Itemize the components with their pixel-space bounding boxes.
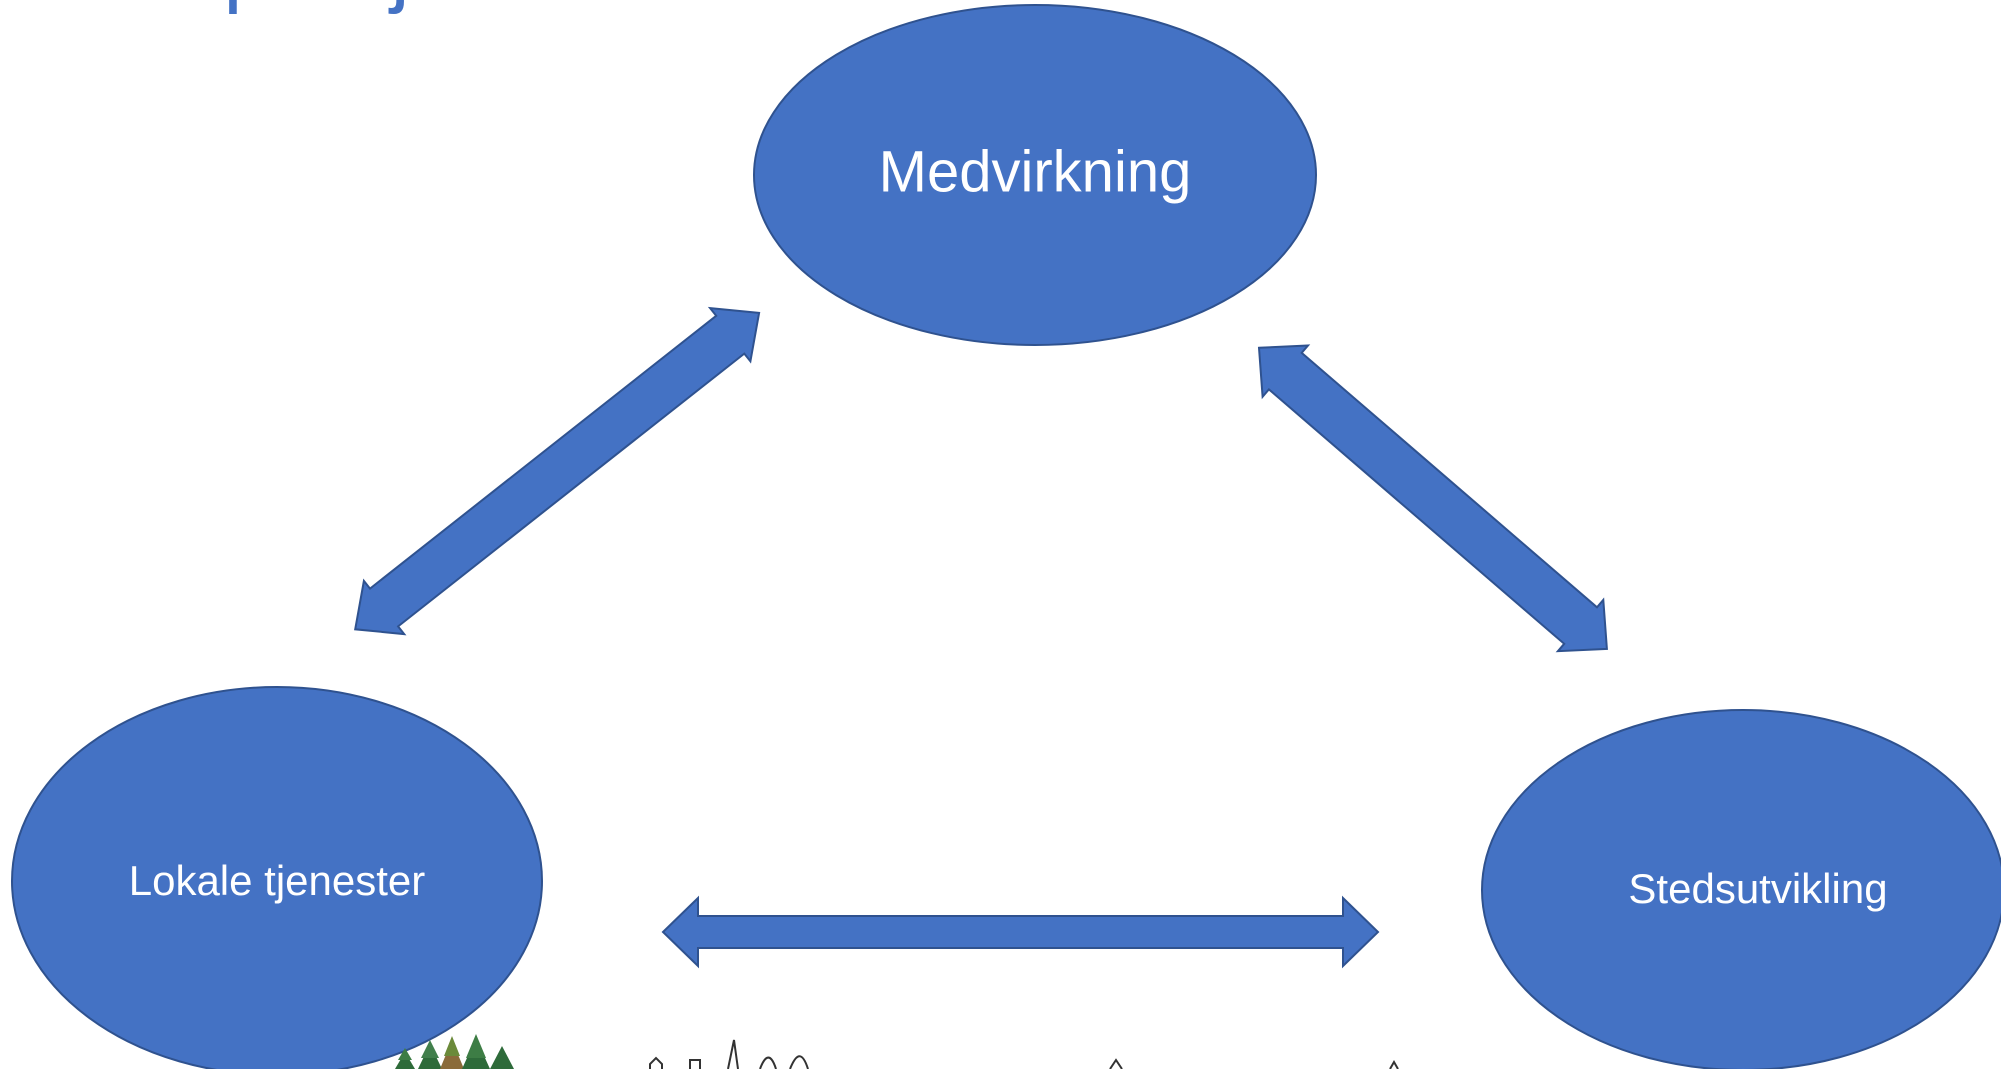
arrow-top-left — [354, 306, 761, 636]
node-lokale-tjenester-label: Lokale tjenester — [129, 857, 426, 904]
node-medvirkning-label: Medvirkning — [879, 139, 1192, 204]
node-medvirkning: Medvirkning — [753, 4, 1317, 346]
town-outline — [649, 1039, 1399, 1069]
tree-icon — [395, 1048, 415, 1069]
tree-icon — [440, 1036, 464, 1069]
node-stedsutvikling-label: Stedsutvikling — [1628, 865, 1887, 912]
slide-title: Prøveprosjektet — [0, 0, 596, 15]
arrow-left-right — [661, 895, 1380, 969]
node-lokale-tjenester: Lokale tjenester — [11, 686, 543, 1069]
tree-icon — [462, 1034, 490, 1069]
arrow-top-right — [1257, 344, 1608, 653]
node-stedsutvikling: Stedsutvikling — [1481, 709, 2001, 1069]
tree-icon — [418, 1040, 442, 1069]
tree-icon — [490, 1046, 514, 1069]
footer-silhouette-decoration — [395, 1034, 1399, 1069]
